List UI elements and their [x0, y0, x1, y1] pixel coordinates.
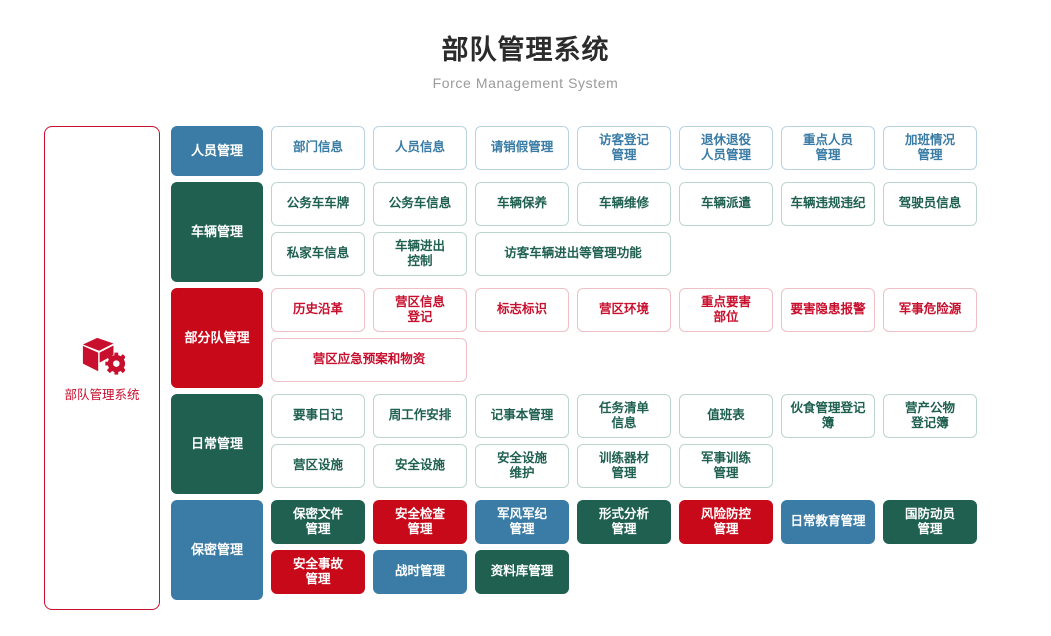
module-item[interactable]: 伙食管理登记簿 — [781, 394, 875, 438]
category-badge[interactable]: 保密管理 — [171, 500, 263, 600]
module-item[interactable]: 营区应急预案和物资 — [271, 338, 467, 382]
category-items: 历史沿革营区信息 登记标志标识营区环境重点要害 部位要害隐患报警军事危险源营区应… — [271, 288, 1016, 388]
module-item[interactable]: 标志标识 — [475, 288, 569, 332]
category-items: 部门信息人员信息请销假管理访客登记 管理退休退役 人员管理重点人员 管理加班情况… — [271, 126, 1016, 176]
module-item[interactable]: 营区信息 登记 — [373, 288, 467, 332]
page-subtitle: Force Management System — [432, 75, 619, 92]
module-item[interactable]: 私家车信息 — [271, 232, 365, 276]
category-row: 日常管理要事日记周工作安排记事本管理任务清单 信息值班表伙食管理登记簿营产公物 … — [171, 394, 1016, 494]
module-item[interactable]: 公务车信息 — [373, 182, 467, 226]
module-item[interactable]: 军事训练 管理 — [679, 444, 773, 488]
module-item[interactable]: 营区环境 — [577, 288, 671, 332]
module-item[interactable]: 军事危险源 — [883, 288, 977, 332]
category-row: 人员管理部门信息人员信息请销假管理访客登记 管理退休退役 人员管理重点人员 管理… — [171, 126, 1016, 176]
module-item[interactable]: 营区设施 — [271, 444, 365, 488]
module-item[interactable]: 形式分析 管理 — [577, 500, 671, 544]
module-item[interactable]: 保密文件 管理 — [271, 500, 365, 544]
category-badge[interactable]: 车辆管理 — [171, 182, 263, 282]
sidebar-brand-label: 部队管理系统 — [64, 387, 140, 402]
module-item[interactable]: 请销假管理 — [475, 126, 569, 170]
page-header: 部队管理系统 Force Management System — [0, 0, 1051, 91]
module-item[interactable]: 安全检查 管理 — [373, 500, 467, 544]
body-area: 部队管理系统 人员管理部门信息人员信息请销假管理访客登记 管理退休退役 人员管理… — [0, 126, 1051, 626]
module-item[interactable]: 驾驶员信息 — [883, 182, 977, 226]
module-item[interactable]: 公务车车牌 — [271, 182, 365, 226]
category-row: 车辆管理公务车车牌公务车信息车辆保养车辆维修车辆派遣车辆违规违纪驾驶员信息私家车… — [171, 182, 1016, 282]
module-item[interactable]: 训练器材 管理 — [577, 444, 671, 488]
category-badge[interactable]: 人员管理 — [171, 126, 263, 176]
module-item[interactable]: 军风军纪 管理 — [475, 500, 569, 544]
category-items: 保密文件 管理安全检查 管理军风军纪 管理形式分析 管理风险防控 管理日常教育管… — [271, 500, 1016, 600]
module-item[interactable]: 安全事故 管理 — [271, 550, 365, 594]
module-item[interactable]: 资料库管理 — [475, 550, 569, 594]
module-item[interactable]: 加班情况 管理 — [883, 126, 977, 170]
cube-gear-icon — [82, 337, 125, 375]
module-item[interactable]: 车辆违规违纪 — [781, 182, 875, 226]
module-item[interactable]: 车辆进出 控制 — [373, 232, 467, 276]
module-item[interactable]: 退休退役 人员管理 — [679, 126, 773, 170]
sidebar-brand-panel[interactable]: 部队管理系统 — [44, 126, 160, 610]
module-item[interactable]: 车辆保养 — [475, 182, 569, 226]
module-item[interactable]: 战时管理 — [373, 550, 467, 594]
module-item[interactable]: 要事日记 — [271, 394, 365, 438]
module-item[interactable]: 安全设施 维护 — [475, 444, 569, 488]
module-item[interactable]: 重点人员 管理 — [781, 126, 875, 170]
category-row: 保密管理保密文件 管理安全检查 管理军风军纪 管理形式分析 管理风险防控 管理日… — [171, 500, 1016, 600]
module-item[interactable]: 营产公物 登记簿 — [883, 394, 977, 438]
module-item[interactable]: 部门信息 — [271, 126, 365, 170]
module-item[interactable]: 历史沿革 — [271, 288, 365, 332]
module-grid: 人员管理部门信息人员信息请销假管理访客登记 管理退休退役 人员管理重点人员 管理… — [171, 126, 1016, 606]
module-item[interactable]: 人员信息 — [373, 126, 467, 170]
module-item[interactable]: 车辆维修 — [577, 182, 671, 226]
module-item[interactable]: 记事本管理 — [475, 394, 569, 438]
module-item[interactable]: 周工作安排 — [373, 394, 467, 438]
module-item[interactable]: 访客登记 管理 — [577, 126, 671, 170]
category-badge[interactable]: 部分队管理 — [171, 288, 263, 388]
module-item[interactable]: 风险防控 管理 — [679, 500, 773, 544]
category-items: 要事日记周工作安排记事本管理任务清单 信息值班表伙食管理登记簿营产公物 登记簿营… — [271, 394, 1016, 494]
page-title: 部队管理系统 — [441, 35, 610, 65]
module-item[interactable]: 访客车辆进出等管理功能 — [475, 232, 671, 276]
module-item[interactable]: 安全设施 — [373, 444, 467, 488]
category-badge[interactable]: 日常管理 — [171, 394, 263, 494]
module-item[interactable]: 值班表 — [679, 394, 773, 438]
category-items: 公务车车牌公务车信息车辆保养车辆维修车辆派遣车辆违规违纪驾驶员信息私家车信息车辆… — [271, 182, 1016, 282]
module-item[interactable]: 国防动员 管理 — [883, 500, 977, 544]
module-item[interactable]: 重点要害 部位 — [679, 288, 773, 332]
module-item[interactable]: 日常教育管理 — [781, 500, 875, 544]
module-item[interactable]: 车辆派遣 — [679, 182, 773, 226]
category-row: 部分队管理历史沿革营区信息 登记标志标识营区环境重点要害 部位要害隐患报警军事危… — [171, 288, 1016, 388]
module-item[interactable]: 任务清单 信息 — [577, 394, 671, 438]
module-item[interactable]: 要害隐患报警 — [781, 288, 875, 332]
